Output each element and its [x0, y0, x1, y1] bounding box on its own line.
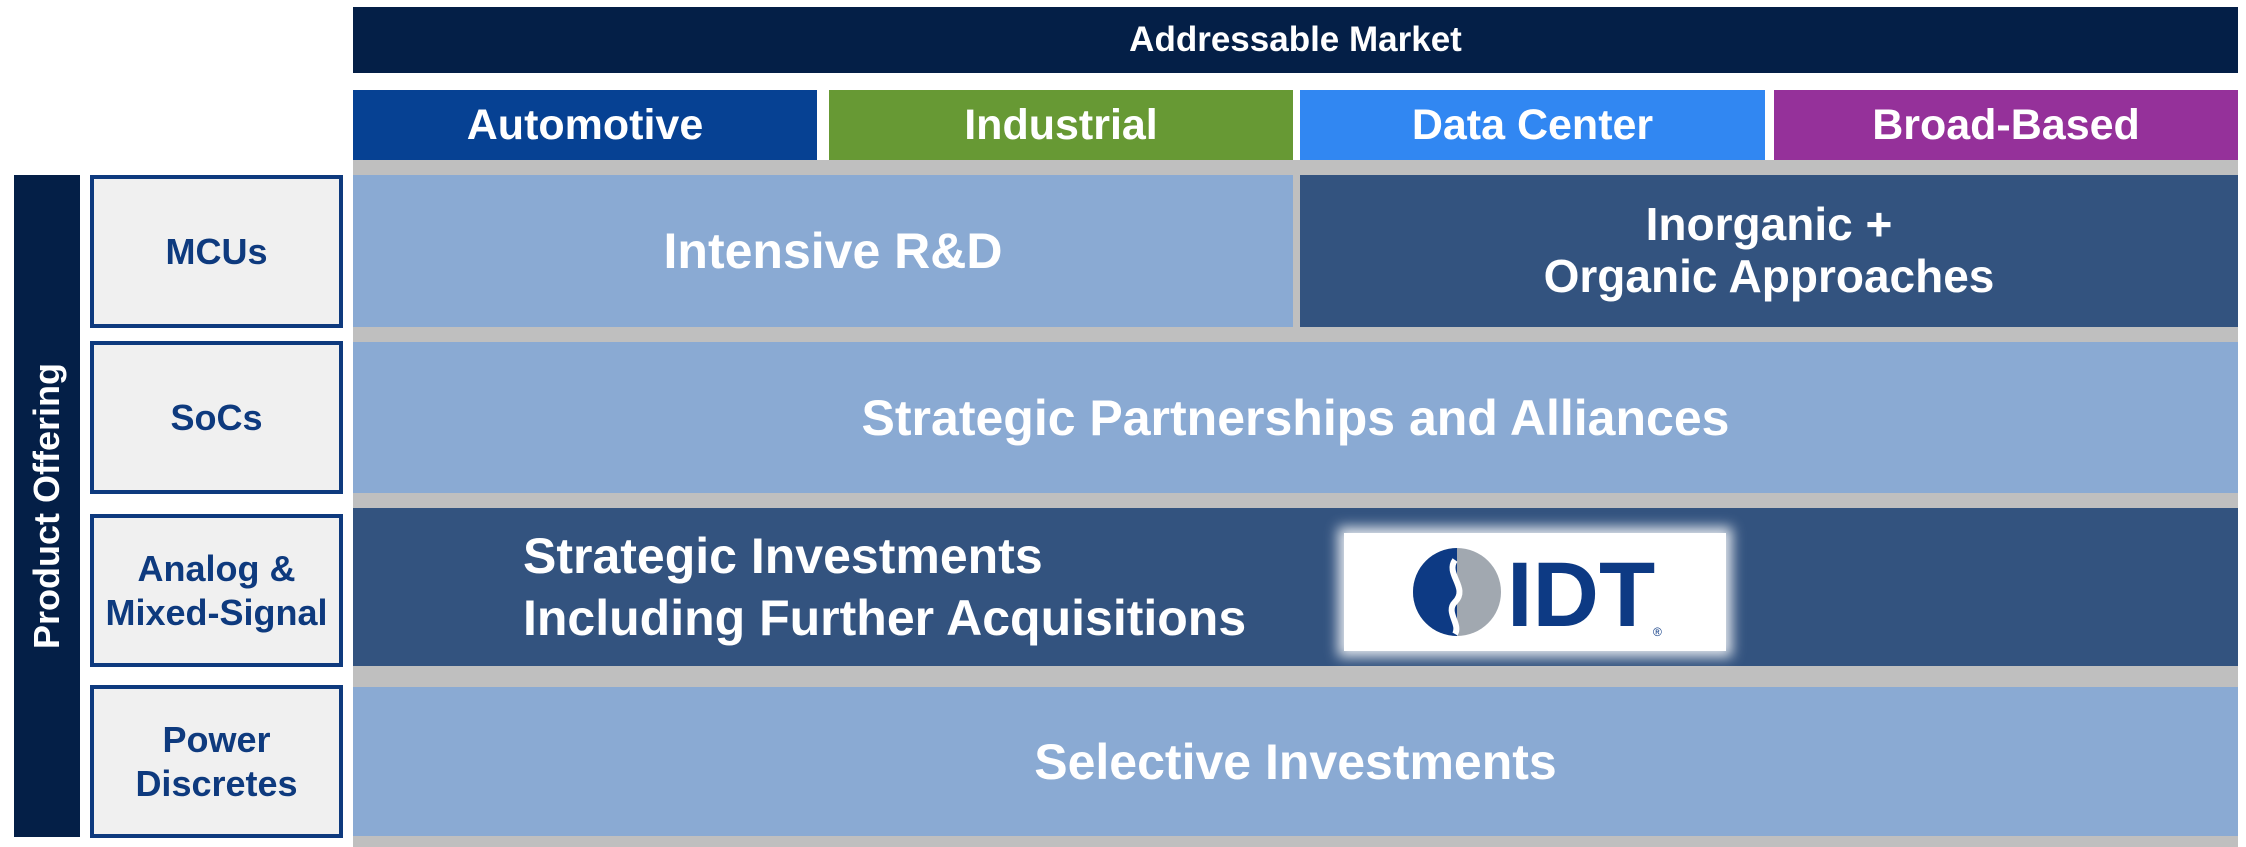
- product-label: Analog & Mixed-Signal: [105, 547, 328, 633]
- product-offering-label: Product Offering: [26, 363, 67, 649]
- strategy-partnerships: Strategic Partnerships and Alliances: [353, 342, 2238, 493]
- product-mcus: MCUs: [90, 175, 343, 328]
- strategy-inorganic-organic: Inorganic + Organic Approaches: [1300, 175, 2238, 327]
- market-broad-based: Broad-Based: [1774, 90, 2238, 160]
- market-automotive: Automotive: [353, 90, 817, 160]
- grid-line: [1293, 160, 1300, 847]
- product-label: Power Discretes: [135, 718, 298, 804]
- strategy-label: Selective Investments: [1034, 733, 1557, 790]
- addressable-market-header: Addressable Market: [353, 7, 2238, 73]
- idt-logo: IDT ®: [1344, 533, 1726, 651]
- idt-logo-mark: IDT ®: [1413, 544, 1662, 640]
- grid-line: [819, 160, 829, 847]
- product-power-discretes: Power Discretes: [90, 685, 343, 838]
- market-industrial: Industrial: [829, 90, 1293, 160]
- strategy-intensive-rd: Intensive R&D: [353, 175, 1293, 327]
- product-label: SoCs: [170, 396, 263, 438]
- product-socs: SoCs: [90, 341, 343, 494]
- product-offering-bar: [14, 175, 80, 837]
- idt-logo-text: IDT: [1507, 544, 1655, 640]
- product-label: MCUs: [165, 230, 268, 272]
- strategy-label: Intensive R&D: [663, 223, 1003, 279]
- idt-logo-registered: ®: [1653, 625, 1662, 639]
- strategy-label: Strategic Partnerships and Alliances: [861, 389, 1730, 446]
- strategy-selective-investments: Selective Investments: [353, 687, 2238, 836]
- strategy-investments: Strategic Investments Including Further …: [353, 508, 2238, 666]
- grid-line: [1765, 160, 1774, 847]
- strategy-label: Inorganic + Organic Approaches: [1543, 198, 1995, 302]
- market-data-center: Data Center: [1300, 90, 1765, 160]
- product-analog-mixed-signal: Analog & Mixed-Signal: [90, 514, 343, 667]
- strategy-label: Strategic Investments Including Further …: [523, 527, 1247, 647]
